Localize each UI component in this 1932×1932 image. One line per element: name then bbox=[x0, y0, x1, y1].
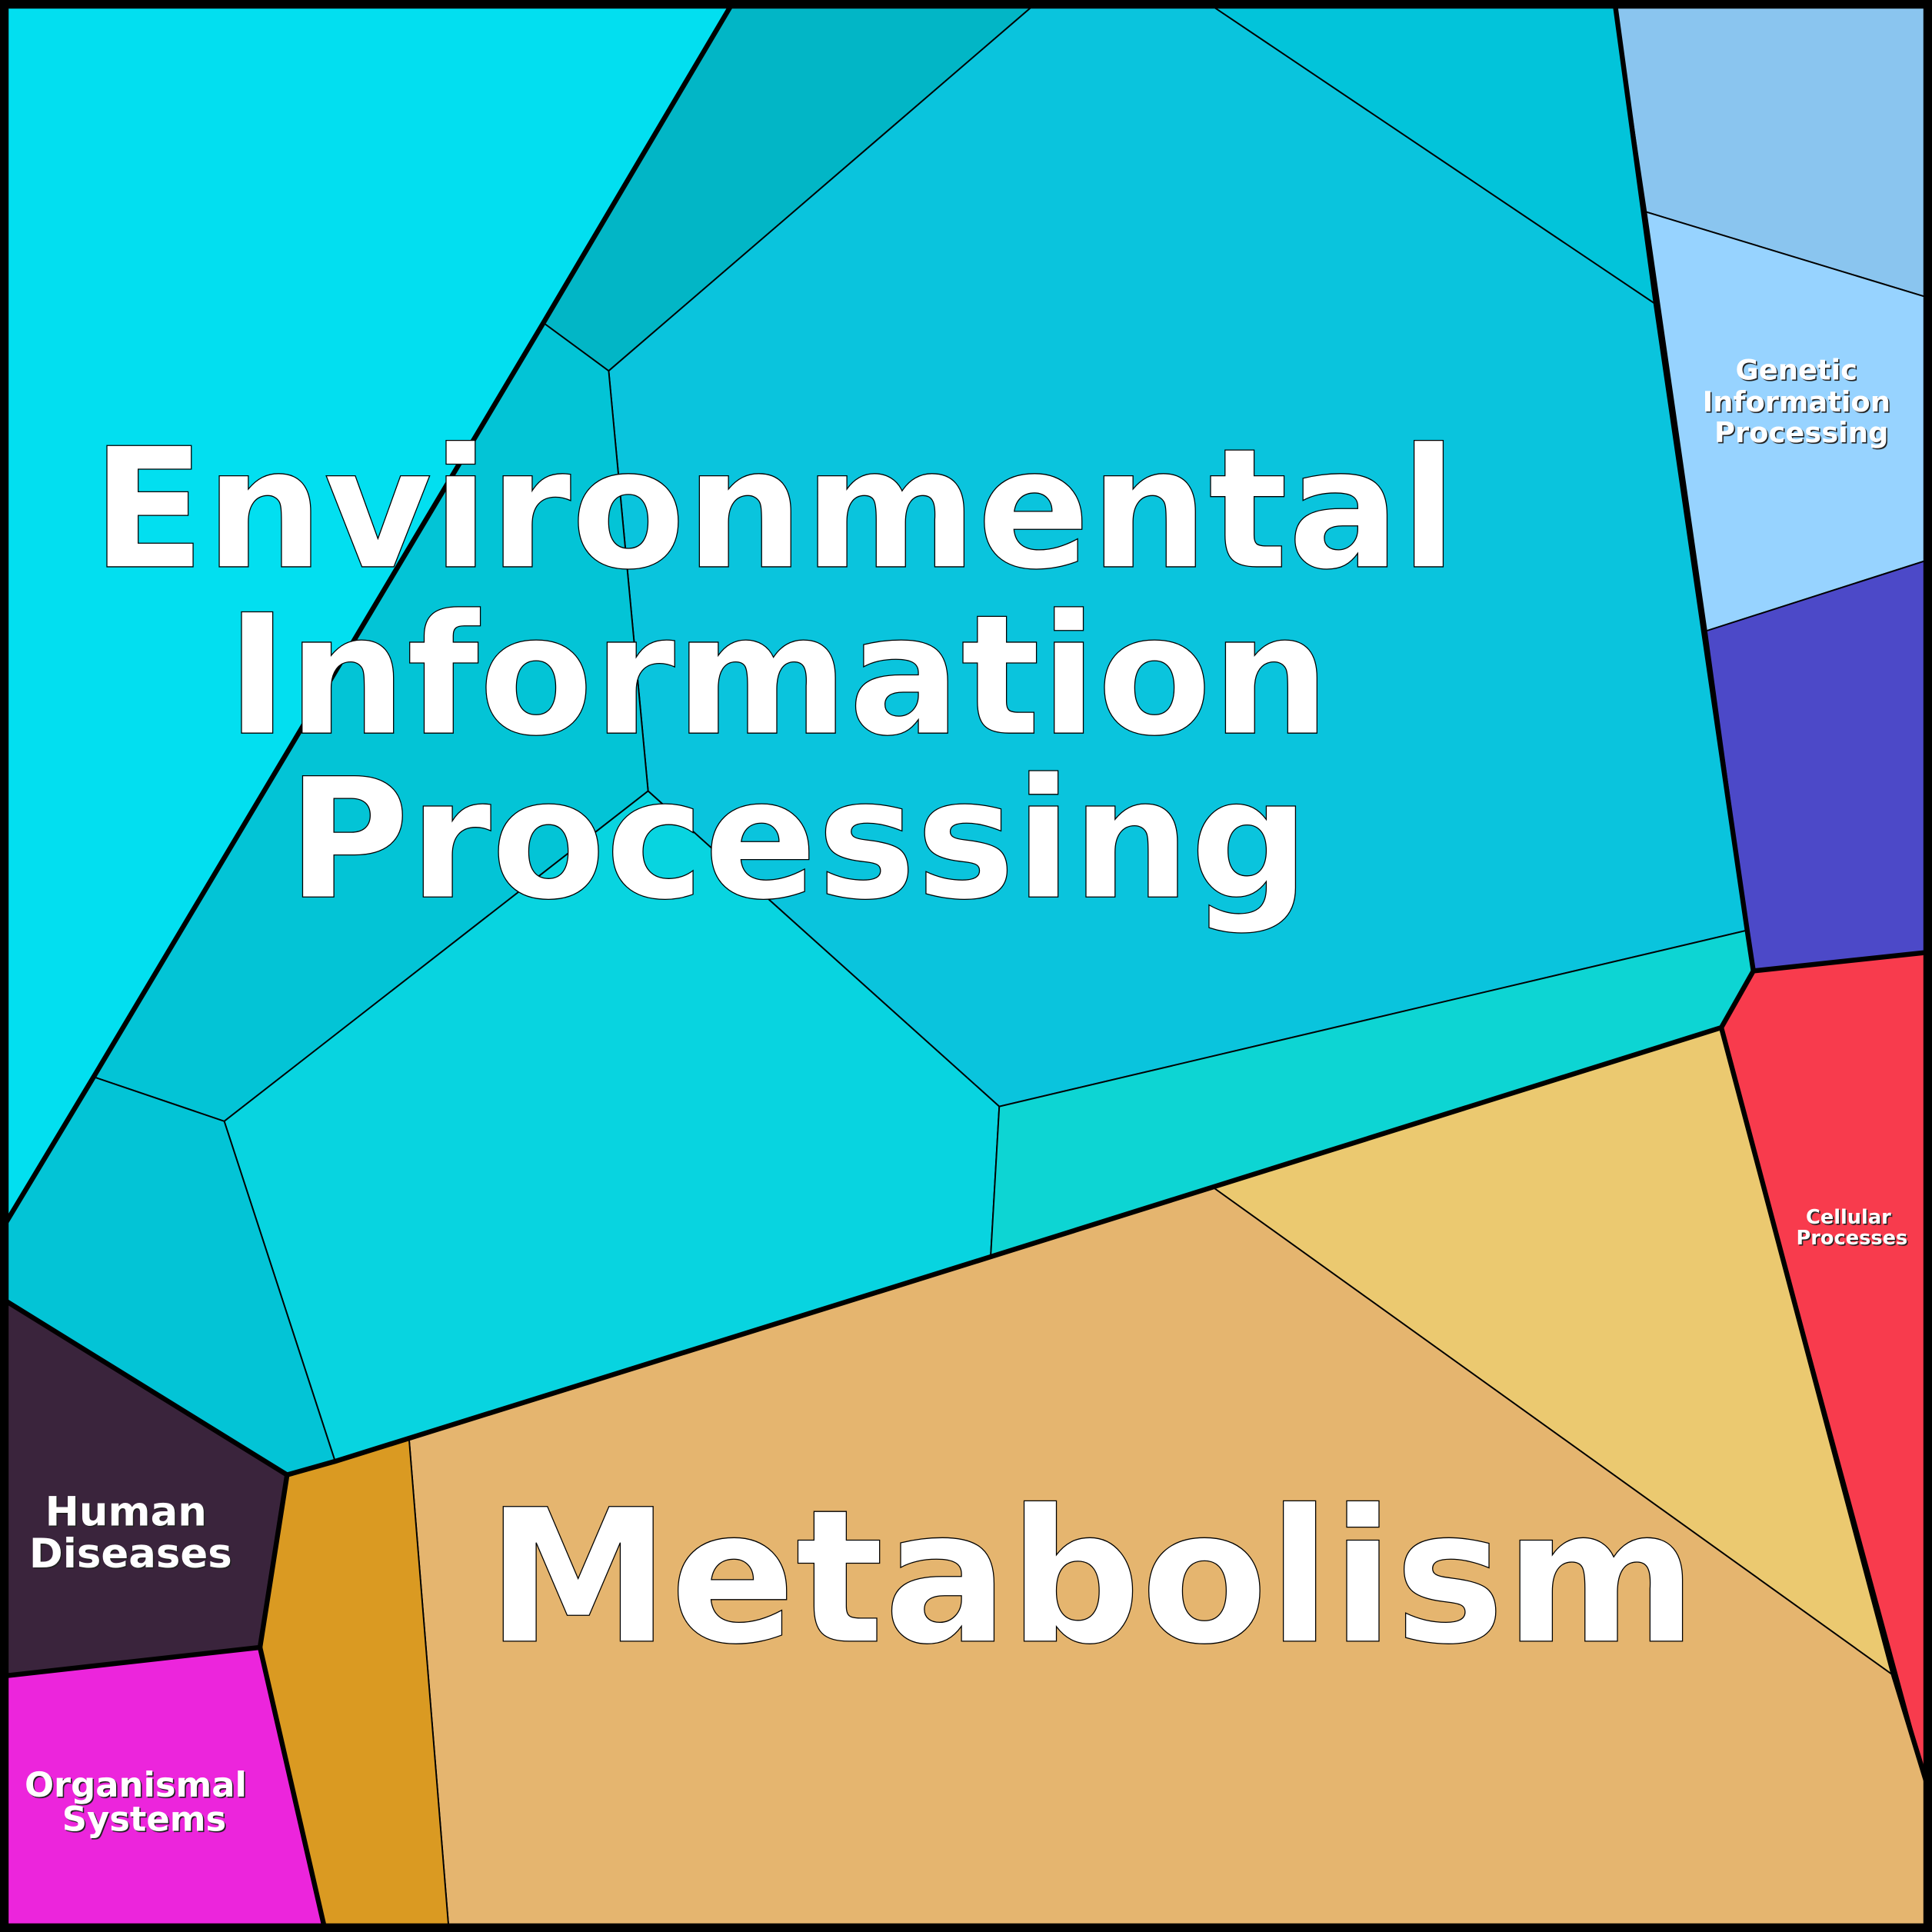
label-cellular: Cellular Processes bbox=[1797, 1206, 1908, 1250]
group-border bbox=[5, 1474, 290, 1678]
group-border bbox=[5, 969, 1756, 1477]
group-border bbox=[1613, 5, 1927, 974]
label-environmental: Environmental Information Processing bbox=[92, 413, 1515, 937]
label-organismal: Organismal Systems bbox=[25, 1764, 259, 1840]
label-genetic: Genetic Information Processing bbox=[1703, 353, 1900, 449]
group-border bbox=[4, 5, 733, 1224]
group-border bbox=[1718, 1027, 1929, 1781]
label-metabolism: Metabolism bbox=[486, 1470, 1697, 1685]
group-border bbox=[257, 1647, 327, 1927]
label-human-diseases: Human Diseases bbox=[29, 1488, 232, 1577]
